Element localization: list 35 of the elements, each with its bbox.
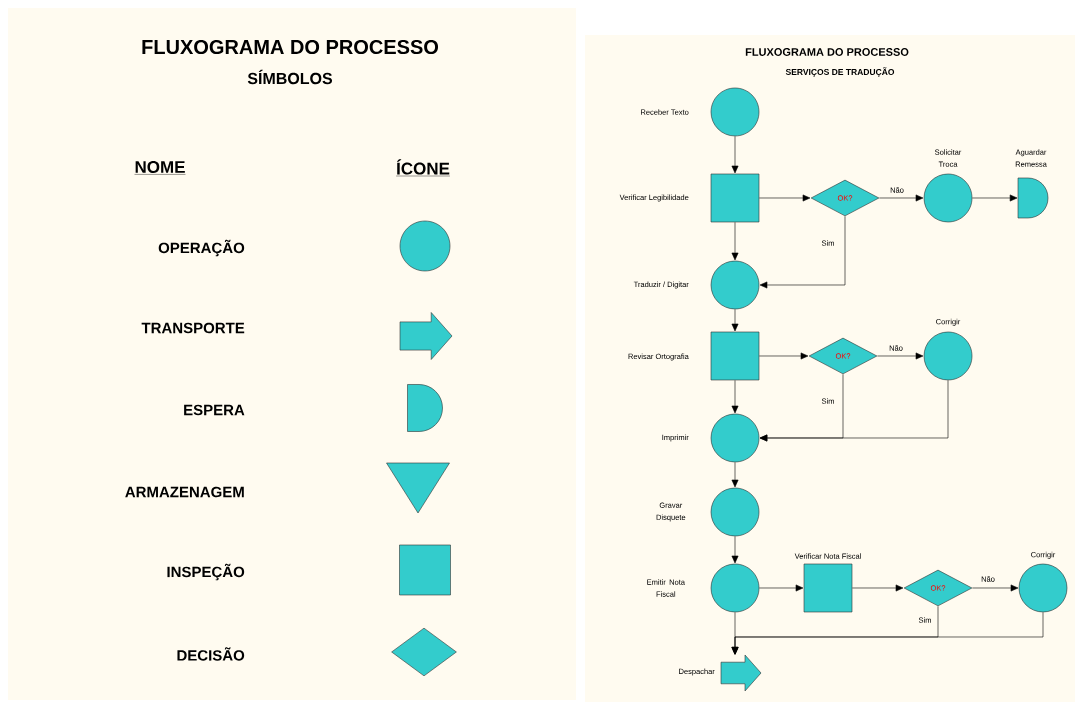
arrow <box>731 462 739 488</box>
arrow <box>972 584 1019 592</box>
symbol-name: OPERAÇÃO <box>158 239 245 257</box>
arrow <box>759 194 811 202</box>
inspection-square <box>399 544 451 596</box>
symbol-name: DECISÃO <box>177 647 245 661</box>
title: FLUXOGRAMA DO PROCESSO <box>745 48 909 56</box>
delay-symbol <box>407 384 443 432</box>
arrow <box>731 222 739 261</box>
storage-triangle <box>386 462 450 514</box>
symbol-name: ARMAZENAGEM <box>125 486 244 498</box>
arrow <box>879 194 924 202</box>
arrow <box>731 309 739 332</box>
arrow <box>972 194 1018 202</box>
arrow <box>759 216 846 289</box>
arrow <box>877 352 924 360</box>
arrow <box>731 536 739 564</box>
arrow <box>759 380 949 442</box>
arrow <box>731 380 739 414</box>
arrow <box>852 584 904 592</box>
decision-diamond <box>391 627 457 677</box>
transport-symbol <box>399 312 453 360</box>
subtitle: SÍMBOLOS <box>247 69 333 85</box>
column-header: ÍCONE <box>395 159 451 177</box>
column-header: NOME <box>134 160 186 175</box>
symbol-name: ESPERA <box>184 404 245 416</box>
title: FLUXOGRAMA DO PROCESSO <box>142 39 439 55</box>
subtitle: SERVIÇOS DE TRADUÇÃO <box>785 67 895 77</box>
operation-circle <box>399 220 451 272</box>
arrow <box>731 612 739 655</box>
arrow <box>731 136 739 174</box>
symbol-name: INSPEÇÃO <box>167 563 245 581</box>
symbol-name: TRANSPORTE <box>141 322 245 334</box>
arrow <box>759 352 809 360</box>
arrow <box>759 584 804 592</box>
